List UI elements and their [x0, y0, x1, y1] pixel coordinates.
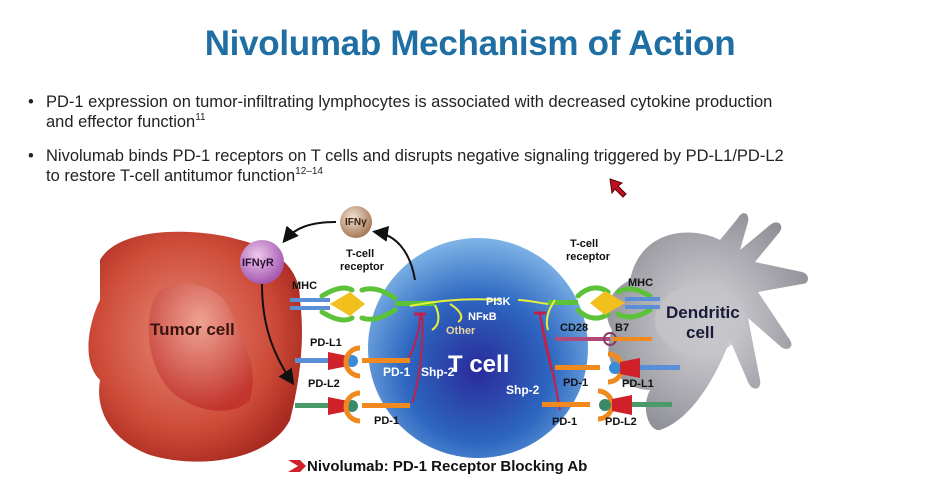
reference: 12–14 [295, 166, 323, 177]
ifny-secretion-arrow [372, 225, 416, 281]
shp2-right-label: Shp-2 [506, 383, 540, 397]
pi3k-label: PI3K [486, 296, 511, 308]
signaling-arrows [409, 298, 556, 331]
ifnyr-receptor [240, 240, 284, 284]
pd1-right-bottom-label: PD-1 [552, 416, 577, 428]
pdl1-right-label: PD-L1 [622, 378, 654, 390]
pd1-left-top-label: PD-1 [383, 365, 411, 379]
bullet-item: • PD-1 expression on tumor-infiltrating … [24, 92, 924, 132]
bullet-dot: • [28, 147, 34, 165]
tumor-cell-label: Tumor cell [150, 320, 235, 339]
dendritic-cell [606, 213, 808, 431]
tcr-right-label: T-cell [570, 238, 598, 250]
bullet-item: • Nivolumab binds PD-1 receptors on T ce… [24, 146, 924, 186]
bullet-text-cont: to restore T-cell antitumor function [46, 167, 296, 185]
dendritic-cell-label-2: cell [686, 323, 714, 342]
bullet-dot: • [28, 93, 34, 111]
pdl1-pd1-complex-left [295, 345, 410, 379]
t-cell-label: T cell [448, 351, 509, 378]
tcr-mhc-complex-right [548, 285, 660, 321]
ifny-molecule [340, 206, 372, 238]
dendritic-cell-label: Dendritic [666, 303, 740, 322]
bullet-text: Nivolumab binds PD-1 receptors on T cell… [46, 147, 784, 165]
bullet-text: PD-1 expression on tumor-infiltrating ly… [46, 93, 773, 111]
antibody-icon [288, 460, 306, 472]
t-cell [368, 238, 588, 458]
tcr-left-label-2: receptor [340, 261, 385, 273]
tcr-left-label: T-cell [346, 248, 374, 260]
mouse-cursor-icon [609, 178, 627, 198]
bullet-list: • PD-1 expression on tumor-infiltrating … [24, 92, 924, 200]
other-label: Other [446, 325, 476, 337]
mhc-left-label: MHC [292, 280, 317, 292]
pd1-pdl1-complex-right [555, 351, 680, 385]
b7-label: B7 [615, 322, 629, 334]
pdl2-pd1-complex-left [295, 390, 410, 424]
slide-title: Nivolumab Mechanism of Action [204, 24, 736, 63]
pdl-upregulation-arrow [261, 283, 295, 386]
pd1-left-bottom-label: PD-1 [374, 415, 399, 427]
shp2-inhibition [407, 311, 561, 411]
ifny-binding-arrow [282, 221, 337, 244]
pd1-right-top-label: PD-1 [563, 377, 588, 389]
pd1-pdl2-complex-right [542, 388, 672, 422]
nfkb-label: NFκB [468, 311, 497, 323]
legend-label: Nivolumab: PD-1 Receptor Blocking Ab [307, 458, 587, 475]
cd28-label: CD28 [560, 322, 588, 334]
tcr-mhc-complex-left [290, 285, 435, 323]
tumor-cell [88, 231, 302, 462]
shp2-left-label: Shp-2 [421, 365, 455, 379]
pdl2-right-label: PD-L2 [605, 416, 637, 428]
pdl2-left-label: PD-L2 [308, 378, 340, 390]
pdl1-left-label: PD-L1 [310, 337, 342, 349]
cd28-b7-complex [555, 332, 652, 346]
ifny-label: IFNγ [345, 217, 367, 228]
mhc-right-label: MHC [628, 277, 653, 289]
bullet-text-cont: and effector function [46, 113, 196, 131]
reference: 11 [195, 112, 206, 123]
tcr-right-label-2: receptor [566, 251, 611, 263]
ifnyr-label: IFNγR [242, 257, 274, 269]
